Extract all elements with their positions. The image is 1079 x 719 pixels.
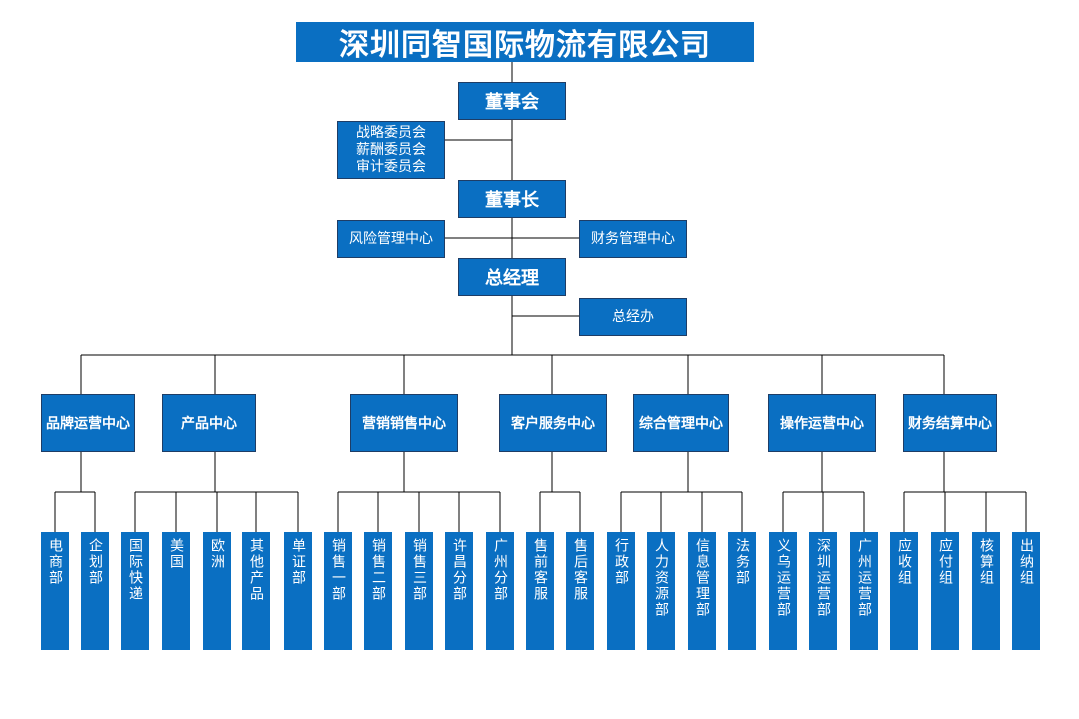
dept-box-4: 综合管理中心 [633,394,729,452]
chairman-box: 董事长 [458,180,566,218]
dept-box-3: 客户服务中心 [499,394,607,452]
unit-box-1-0: 国际快递 [121,532,149,650]
gm-office-box: 总经办 [579,298,687,336]
dept-box-5: 操作运营中心 [768,394,876,452]
unit-box-1-1: 美国 [162,532,190,650]
unit-box-4-1: 人力资源部 [647,532,675,650]
unit-box-1-2: 欧洲 [203,532,231,650]
unit-box-6-1: 应付组 [931,532,959,650]
unit-box-5-0: 义乌运营部 [769,532,797,650]
committee-strategy: 战略委员会 [356,124,426,141]
unit-box-5-1: 深圳运营部 [809,532,837,650]
unit-box-6-3: 出纳组 [1012,532,1040,650]
committee-audit: 审计委员会 [356,158,426,175]
dept-box-6: 财务结算中心 [903,394,997,452]
unit-box-2-3: 许昌分部 [445,532,473,650]
unit-box-2-1: 销售二部 [364,532,392,650]
unit-box-2-2: 销售三部 [405,532,433,650]
unit-box-3-0: 售前客服 [526,532,554,650]
unit-box-6-0: 应收组 [890,532,918,650]
unit-box-5-2: 广州运营部 [850,532,878,650]
unit-box-6-2: 核算组 [972,532,1000,650]
unit-box-2-0: 销售一部 [324,532,352,650]
unit-box-4-0: 行政部 [607,532,635,650]
dept-box-1: 产品中心 [162,394,256,452]
unit-box-1-4: 单证部 [284,532,312,650]
company-title: 深圳同智国际物流有限公司 [296,22,754,63]
gm-box: 总经理 [458,258,566,296]
unit-box-4-3: 法务部 [728,532,756,650]
risk-center-box: 风险管理中心 [337,220,445,258]
committee-compensation: 薪酬委员会 [356,141,426,158]
unit-box-3-1: 售后客服 [566,532,594,650]
committees-box: 战略委员会 薪酬委员会 审计委员会 [337,121,445,179]
dept-box-2: 营销销售中心 [350,394,458,452]
board-box: 董事会 [458,82,566,120]
unit-box-0-1: 企划部 [81,532,109,650]
finance-center-box: 财务管理中心 [579,220,687,258]
unit-box-0-0: 电商部 [41,532,69,650]
unit-box-2-4: 广州分部 [486,532,514,650]
dept-box-0: 品牌运营中心 [41,394,135,452]
unit-box-4-2: 信息管理部 [688,532,716,650]
unit-box-1-3: 其他产品 [242,532,270,650]
